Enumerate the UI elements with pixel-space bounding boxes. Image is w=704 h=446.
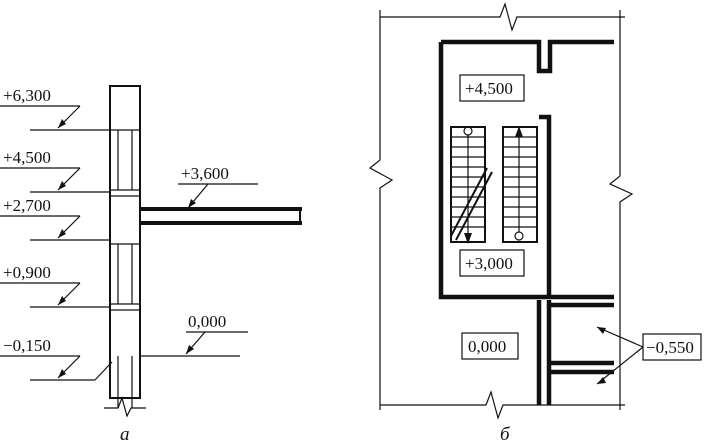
level-label-0900: +0,900 — [3, 263, 51, 282]
level-label-2700: +2,700 — [3, 196, 51, 215]
level-label-6300: +6,300 — [3, 86, 51, 105]
floor-level: 0,000 — [468, 337, 506, 356]
elevation-view: +6,300 +4,500 +2,700 +0,900 −0,150 +3,60… — [0, 85, 302, 445]
stair-direction-arrows — [463, 126, 524, 244]
level-arrowheads — [58, 119, 196, 378]
window-openings — [110, 129, 140, 398]
plan-view: +4,500 +3,000 0,000 −0,550 б — [368, 2, 702, 445]
plan-caption: б — [500, 424, 511, 445]
lower-landing-box — [459, 249, 525, 277]
lower-landing-level: +3,000 — [465, 254, 513, 273]
basement-level: −0,550 — [646, 338, 694, 357]
break-symbol — [104, 396, 146, 418]
stair-flights — [450, 126, 538, 243]
level-label-4500: +4,500 — [3, 148, 51, 167]
upper-landing-box — [459, 74, 525, 102]
elevation-caption: а — [120, 424, 130, 445]
stair-walls — [438, 39, 614, 405]
upper-landing-level: +4,500 — [465, 79, 513, 98]
wall-outline — [109, 85, 141, 399]
level-label-minus-0150: −0,150 — [3, 336, 51, 355]
ground-level-label: 0,000 — [188, 312, 226, 331]
floor-slab — [140, 207, 302, 225]
slab-level-label: +3,600 — [181, 164, 229, 183]
basement-leaders — [596, 326, 644, 385]
floor-level-box — [461, 332, 519, 360]
plan-frame — [368, 2, 634, 420]
basement-level-box — [642, 333, 702, 361]
